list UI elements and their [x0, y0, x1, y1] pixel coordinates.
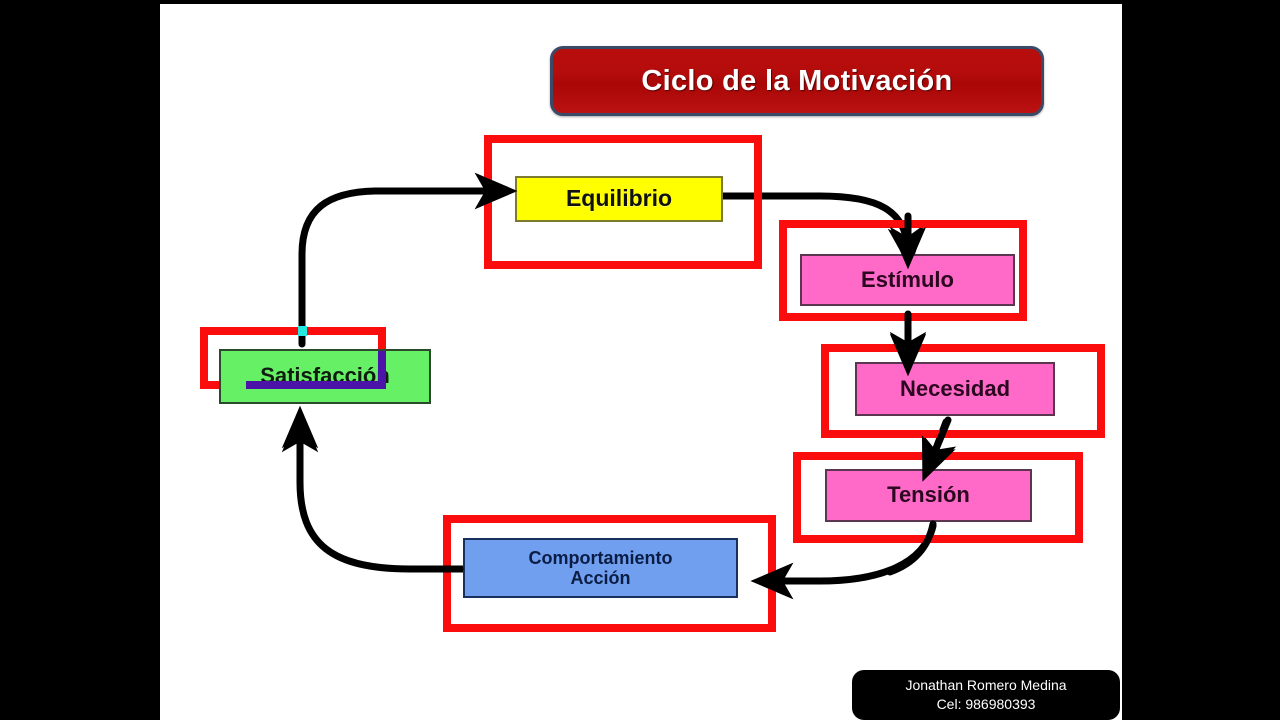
- node-necesidad-label: Necesidad: [899, 375, 1011, 401]
- node-estimulo-label: Estímulo: [861, 266, 954, 292]
- slide-canvas: Ciclo de la Motivación Equili: [160, 4, 1122, 720]
- author-credit-badge: Jonathan Romero Medina Cel: 986980393: [852, 670, 1120, 720]
- author-phone: Cel: 986980393: [936, 696, 1036, 712]
- node-comportamiento-accion[interactable]: Comportamiento Acción: [463, 538, 738, 598]
- node-comportamiento-accion-label: Comportamiento Acción: [528, 547, 673, 588]
- drawing-cursor-dot[interactable]: [298, 326, 307, 336]
- node-necesidad[interactable]: Necesidad: [855, 362, 1055, 416]
- annotation-satisfaccion-purple-bottom-edge: [246, 381, 386, 389]
- slide-title-banner: Ciclo de la Motivación: [550, 46, 1044, 116]
- annotation-rect-necesidad: [821, 344, 1105, 438]
- author-name: Jonathan Romero Medina: [905, 677, 1067, 694]
- arrow-satisfaccion-to-equilibrio: [298, 172, 518, 348]
- node-equilibrio-label: Equilibrio: [565, 185, 673, 212]
- annotation-rect-equilibrio: [484, 135, 762, 269]
- annotation-rect-comportamiento: [443, 515, 776, 632]
- node-tension-label: Tensión: [887, 482, 970, 508]
- node-satisfaccion[interactable]: Satisfacción: [219, 349, 431, 404]
- annotation-rect-estimulo: [779, 220, 1027, 321]
- page-title: Ciclo de la Motivación: [641, 64, 953, 97]
- annotation-satisfaccion-purple-right-edge: [378, 351, 386, 389]
- annotation-rect-tension: [793, 452, 1083, 543]
